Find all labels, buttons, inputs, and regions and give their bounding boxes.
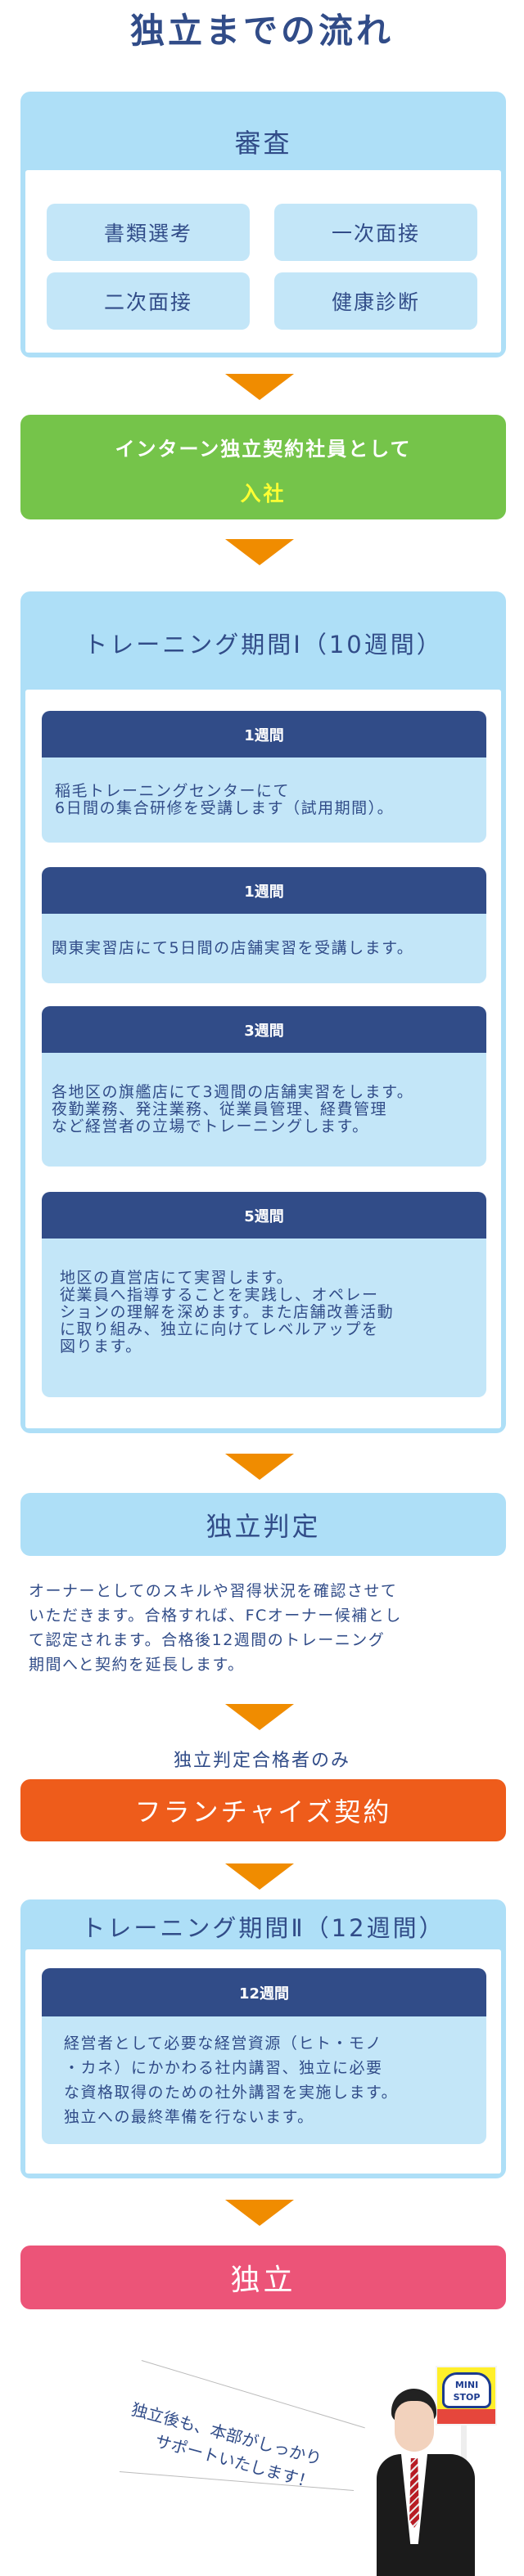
- card-period: 3週間: [42, 1006, 486, 1053]
- card-text: 関東実習店にて5日間の店舗実習を受講します。: [42, 914, 486, 983]
- review-item-documents: 書類選考: [47, 204, 250, 261]
- logo-text: MINI: [454, 2380, 479, 2390]
- card-period: 1週間: [42, 711, 486, 758]
- judgement-text: オーナーとしてのスキルや習得状況を確認させて いただきます。合格すれば、FCオー…: [29, 1582, 402, 1674]
- franchise-step: フランチャイズ契約: [20, 1779, 506, 1841]
- card-text: 経営者として必要な経営資源（ヒト・モノ ・カネ）にかかわる社内講習、独立に必要 …: [42, 2016, 486, 2144]
- support-message: 独立後も、本部がしっかり サポートいたします！: [122, 2397, 372, 2508]
- staff-photo: MINI STOP: [368, 2356, 524, 2576]
- training1-card: 1週間 関東実習店にて5日間の店舗実習を受講します。: [42, 867, 486, 983]
- entry-line1: インターン独立契約社員として: [115, 438, 412, 461]
- card-text: 各地区の旗艦店にて3週間の店舗実習をします。 夜勤業務、発注業務、従業員管理、経…: [42, 1053, 486, 1167]
- review-item-second-interview: 二次面接: [47, 272, 250, 330]
- suit: [377, 2454, 475, 2576]
- training2-heading: トレーニング期間Ⅱ（12週間）: [81, 1914, 445, 1942]
- training1-card: 1週間 稲毛トレーニングセンターにて 6日間の集合研修を受講します（試用期間）。: [42, 711, 486, 843]
- arrow-down-icon: [225, 2200, 294, 2226]
- review-item-health-check: 健康診断: [274, 272, 477, 330]
- review-item-first-interview: 一次面接: [274, 204, 477, 261]
- page-title: 独立までの流れ: [129, 11, 394, 51]
- tie: [409, 2458, 419, 2528]
- training1-heading: トレーニング期間Ⅰ（10週間）: [84, 631, 443, 659]
- logo-text: STOP: [453, 2392, 481, 2403]
- ministop-logo: MINI STOP: [436, 2366, 497, 2425]
- sign-pole: [461, 2423, 467, 2488]
- arrow-down-icon: [225, 539, 294, 565]
- card-text: 稲毛トレーニングセンターにて 6日間の集合研修を受講します（試用期間）。: [42, 758, 486, 843]
- arrow-down-icon: [225, 1863, 294, 1890]
- arrow-down-icon: [225, 374, 294, 400]
- franchise-note: 独立判定合格者のみ: [173, 1751, 350, 1771]
- entry-step: インターン独立契約社員として 入社: [20, 415, 506, 519]
- training2-card: 12週間 経営者として必要な経営資源（ヒト・モノ ・カネ）にかかわる社内講習、独…: [42, 1968, 486, 2144]
- training1-card: 5週間 地区の直営店にて実習します。 従業員へ指導することを実践し、オペレー シ…: [42, 1192, 486, 1397]
- arrow-down-icon: [225, 1704, 294, 1730]
- independence-step: 独立: [20, 2246, 506, 2309]
- card-period: 12週間: [42, 1968, 486, 2016]
- arrow-down-icon: [225, 1454, 294, 1480]
- card-period: 5週間: [42, 1192, 486, 1239]
- card-text: 地区の直営店にて実習します。 従業員へ指導することを実践し、オペレー ションの理…: [42, 1239, 486, 1397]
- face: [395, 2401, 434, 2452]
- review-section: 審査 書類選考 一次面接 二次面接 健康診断: [20, 92, 506, 357]
- judgement-heading: 独立判定: [20, 1493, 506, 1556]
- review-heading: 審査: [234, 128, 292, 159]
- card-period: 1週間: [42, 867, 486, 914]
- entry-line2: 入社: [240, 482, 287, 506]
- training1-card: 3週間 各地区の旗艦店にて3週間の店舗実習をします。 夜勤業務、発注業務、従業員…: [42, 1006, 486, 1167]
